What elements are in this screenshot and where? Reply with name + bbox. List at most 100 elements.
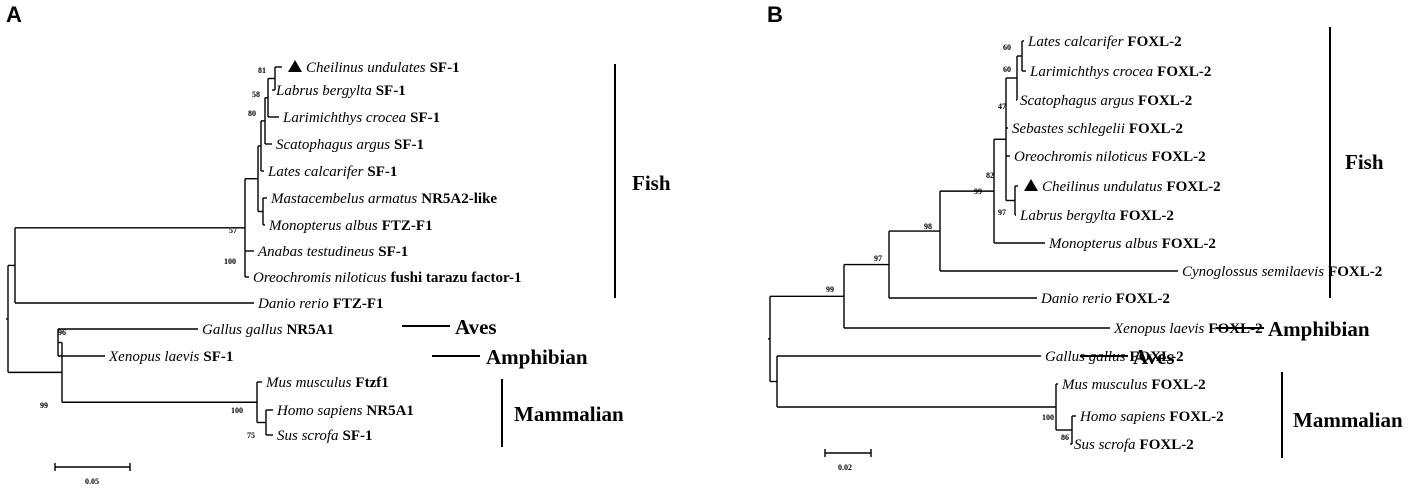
species-name: Gallus gallus [202, 322, 283, 338]
gene-name: fushi tarazu factor-1 [390, 270, 521, 286]
taxon-label: Sus scrofa SF-1 [277, 427, 373, 444]
bootstrap-value: 99 [40, 401, 48, 410]
gene-name: FTZ-F1 [333, 296, 384, 312]
gene-name: FOXL-2 [1127, 34, 1181, 50]
gene-name: SF-1 [378, 244, 408, 260]
gene-name: NR5A1 [286, 322, 334, 338]
scale-bar-label: 0.05 [85, 477, 99, 486]
gene-name: FOXL-2 [1129, 121, 1183, 137]
group-label: Mammalian [1293, 408, 1403, 432]
taxon-label: Cheilinus undulates SF-1 [306, 59, 460, 76]
gene-name: FOXL-2 [1140, 437, 1194, 453]
taxon-label: Homo sapiens NR5A1 [276, 402, 414, 419]
bootstrap-value: 100 [1042, 413, 1054, 422]
bootstrap-value: 99 [974, 187, 982, 196]
group-label: Aves [455, 315, 497, 339]
gene-name: FOXL-2 [1166, 179, 1220, 195]
species-name: Monopterus albus [1048, 236, 1158, 252]
taxon-label: Anabas testudineus SF-1 [257, 243, 408, 260]
gene-name: SF-1 [367, 164, 397, 180]
bootstrap-value: 58 [252, 90, 260, 99]
species-name: Xenopus laevis [1113, 321, 1205, 337]
taxon-label: Sebastes schlegelii FOXL-2 [1012, 120, 1183, 137]
gene-name: FOXL-2 [1138, 93, 1192, 109]
taxon-label: Danio rerio FOXL-2 [1040, 290, 1170, 307]
gene-name: FOXL-2 [1157, 64, 1211, 80]
group-label: Amphibian [1268, 317, 1370, 341]
species-name: Labrus bergylta [1019, 208, 1116, 224]
taxon-label: Labrus bergylta SF-1 [275, 82, 406, 99]
species-name: Lates calcarifer [267, 164, 364, 180]
gene-name: FTZ-F1 [382, 218, 433, 234]
species-name: Scatophagus argus [1020, 93, 1134, 109]
species-name: Mastacembelus armatus [270, 191, 417, 207]
species-name: Anabas testudineus [257, 244, 374, 260]
group-label: Fish [1345, 150, 1384, 174]
species-name: Cynoglossus semilaevis [1182, 264, 1324, 280]
species-name: Mus musculus [265, 375, 352, 391]
taxon-label: Mus musculus Ftzf1 [265, 374, 389, 391]
bootstrap-value: 96 [58, 328, 66, 337]
taxon-label: Labrus bergylta FOXL-2 [1019, 207, 1174, 224]
bootstrap-value: 81 [258, 66, 266, 75]
gene-name: SF-1 [343, 428, 373, 444]
taxon-label: Monopterus albus FOXL-2 [1048, 235, 1216, 252]
species-name: Cheilinus undulatus [1042, 179, 1163, 195]
species-name: Scatophagus argus [276, 137, 390, 153]
species-name: Lates calcarifer [1027, 34, 1124, 50]
group-label: Mammalian [514, 402, 624, 426]
bootstrap-value: 47 [998, 102, 1006, 111]
gene-name: FOXL-2 [1120, 208, 1174, 224]
species-name: Larimichthys crocea [282, 110, 406, 126]
species-name: Danio rerio [257, 296, 329, 312]
taxon-label: Cheilinus undulatus FOXL-2 [1042, 178, 1221, 195]
species-name: Larimichthys crocea [1029, 64, 1153, 80]
species-name: Sus scrofa [277, 428, 339, 444]
gene-name: SF-1 [410, 110, 440, 126]
bootstrap-value: 86 [1061, 433, 1069, 442]
taxon-label: Gallus gallus NR5A1 [202, 321, 334, 338]
bootstrap-value: 97 [874, 254, 882, 263]
bootstrap-value: 80 [248, 109, 256, 118]
species-name: Labrus bergylta [275, 83, 372, 99]
bootstrap-value: 99 [826, 285, 834, 294]
taxon-label: Mastacembelus armatus NR5A2-like [270, 190, 497, 207]
taxon-label: Scatophagus argus FOXL-2 [1020, 92, 1192, 109]
bootstrap-value: 60 [1003, 65, 1011, 74]
bootstrap-value: 82 [986, 171, 994, 180]
gene-name: FOXL-2 [1328, 264, 1382, 280]
group-label: Fish [632, 171, 671, 195]
bootstrap-value: 57 [229, 226, 237, 235]
species-name: Oreochromis niloticus [253, 270, 387, 286]
gene-name: SF-1 [394, 137, 424, 153]
triangle-marker-icon [1024, 179, 1038, 191]
taxon-label: Lates calcarifer FOXL-2 [1027, 33, 1182, 50]
species-name: Xenopus laevis [108, 349, 200, 365]
taxon-label: Larimichthys crocea FOXL-2 [1029, 63, 1211, 80]
species-name: Homo sapiens [1079, 409, 1166, 425]
gene-name: FOXL-2 [1151, 149, 1205, 165]
species-name: Cheilinus undulates [306, 60, 426, 76]
taxon-label: Sus scrofa FOXL-2 [1074, 436, 1194, 453]
taxon-label: Cynoglossus semilaevis FOXL-2 [1182, 263, 1382, 280]
gene-name: FOXL-2 [1129, 349, 1183, 365]
taxon-label: Xenopus laevis SF-1 [108, 348, 233, 365]
species-name: Sus scrofa [1074, 437, 1136, 453]
gene-name: SF-1 [430, 60, 460, 76]
group-label: Aves [1133, 345, 1175, 369]
gene-name: FOXL-2 [1116, 291, 1170, 307]
panel-letter: A [6, 2, 22, 27]
species-name: Danio rerio [1040, 291, 1112, 307]
taxon-label: Oreochromis niloticus fushi tarazu facto… [253, 269, 522, 286]
gene-name: SF-1 [376, 83, 406, 99]
bootstrap-value: 100 [231, 406, 243, 415]
gene-name: SF-1 [203, 349, 233, 365]
taxon-label: Danio rerio FTZ-F1 [257, 295, 384, 312]
panel-letter: B [767, 2, 783, 27]
gene-name: NR5A2-like [421, 191, 497, 207]
gene-name: NR5A1 [366, 403, 414, 419]
species-name: Homo sapiens [276, 403, 363, 419]
bootstrap-value: 60 [1003, 43, 1011, 52]
bootstrap-value: 97 [998, 208, 1006, 217]
